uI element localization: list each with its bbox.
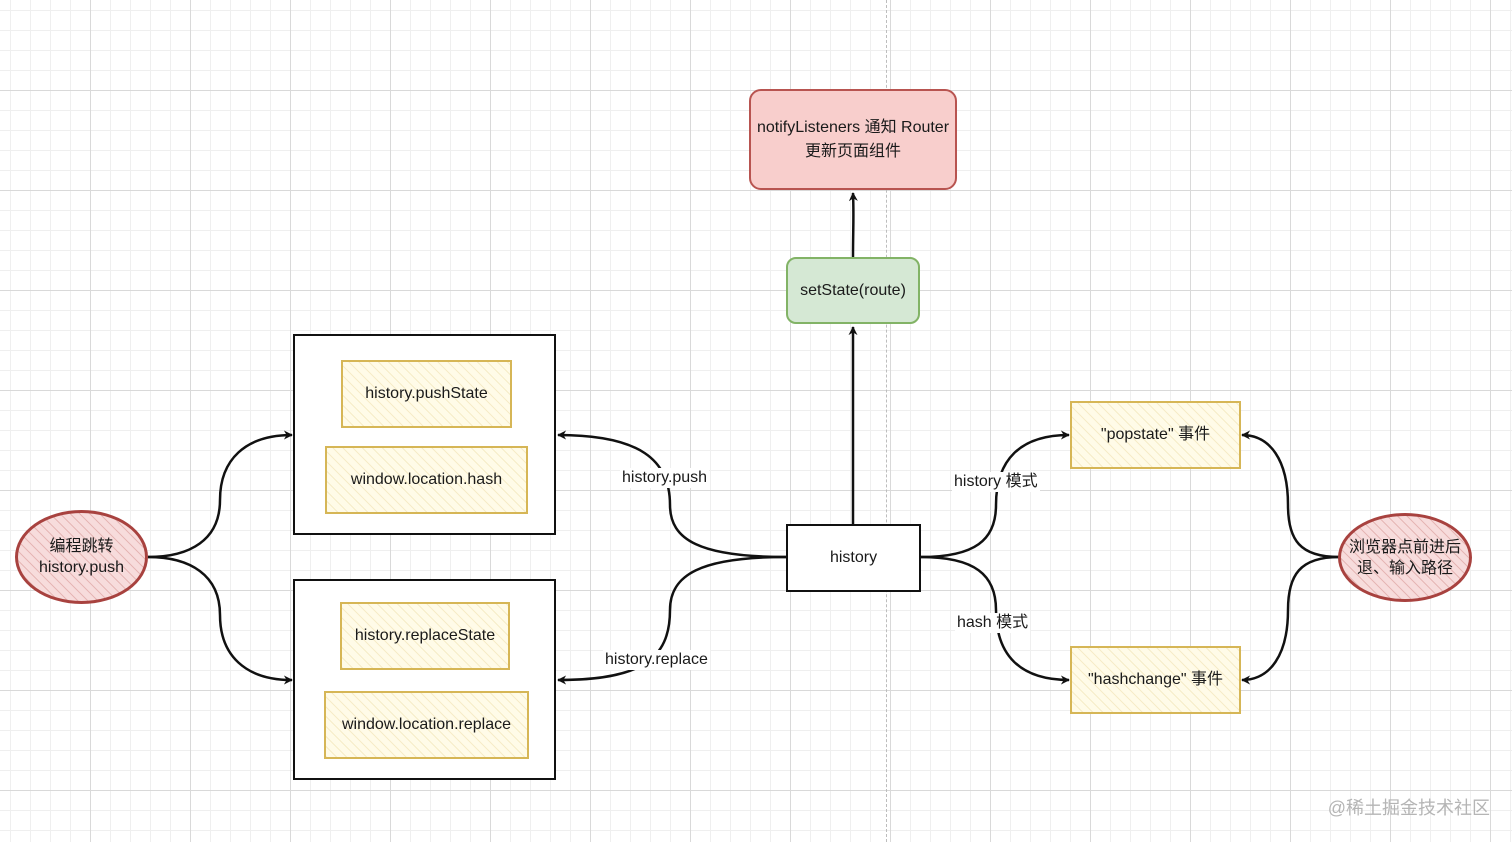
location-hash-label: window.location.hash [350, 471, 503, 488]
replace-state-label: history.replaceState [354, 627, 496, 644]
set-state-node: setState(route) [786, 257, 920, 324]
edge-label-history-push: history.push [620, 468, 710, 488]
push-state-label: history.pushState [365, 385, 488, 402]
edge-history-to-replace-group [557, 555, 787, 685]
replace-state-node: history.replaceState [340, 602, 510, 670]
hashchange-event-label: "hashchange" 事件 [1088, 671, 1223, 688]
edge-browser-to-hashchange [1241, 555, 1340, 685]
location-replace-node: window.location.replace [324, 691, 529, 759]
push-state-node: history.pushState [341, 360, 512, 428]
guide-line [886, 0, 887, 842]
history-node: history [786, 524, 921, 592]
set-state-label: setState(route) [800, 281, 906, 299]
hashchange-event-node: "hashchange" 事件 [1070, 646, 1241, 714]
edge-browser-to-popstate [1241, 430, 1340, 559]
browser-line2: 退、输入路径 [1356, 559, 1453, 577]
notify-line1: notifyListeners 通知 Router [756, 118, 950, 136]
edge-label-hash-mode: hash 模式 [955, 613, 1031, 633]
popstate-event-label: "popstate" 事件 [1100, 426, 1211, 443]
location-hash-node: window.location.hash [325, 446, 528, 514]
edge-history-to-popstate [920, 430, 1070, 559]
programmatic-navigation-node: 编程跳转 history.push [15, 510, 148, 604]
browser-navigation-node: 浏览器点前进后 退、输入路径 [1338, 513, 1472, 602]
edge-programmatic-to-replace-group [147, 555, 293, 685]
edge-history-to-push-group [557, 430, 787, 559]
popstate-event-node: "popstate" 事件 [1070, 401, 1241, 469]
notify-line2: 更新页面组件 [804, 142, 901, 160]
edge-label-history-replace: history.replace [603, 650, 710, 670]
edge-history-to-hashchange [920, 555, 1070, 685]
watermark-text: @稀土掘金技术社区 [1327, 798, 1490, 818]
programmatic-line1: 编程跳转 [49, 538, 114, 555]
browser-line1: 浏览器点前进后 [1348, 538, 1461, 556]
history-label: history [829, 549, 878, 566]
edge-label-history-mode: history 模式 [952, 472, 1040, 492]
programmatic-line2: history.push [38, 559, 125, 576]
location-replace-label: window.location.replace [342, 716, 511, 733]
edge-programmatic-to-push-group [147, 430, 293, 559]
notify-listeners-node: notifyListeners 通知 Router 更新页面组件 [749, 89, 957, 190]
